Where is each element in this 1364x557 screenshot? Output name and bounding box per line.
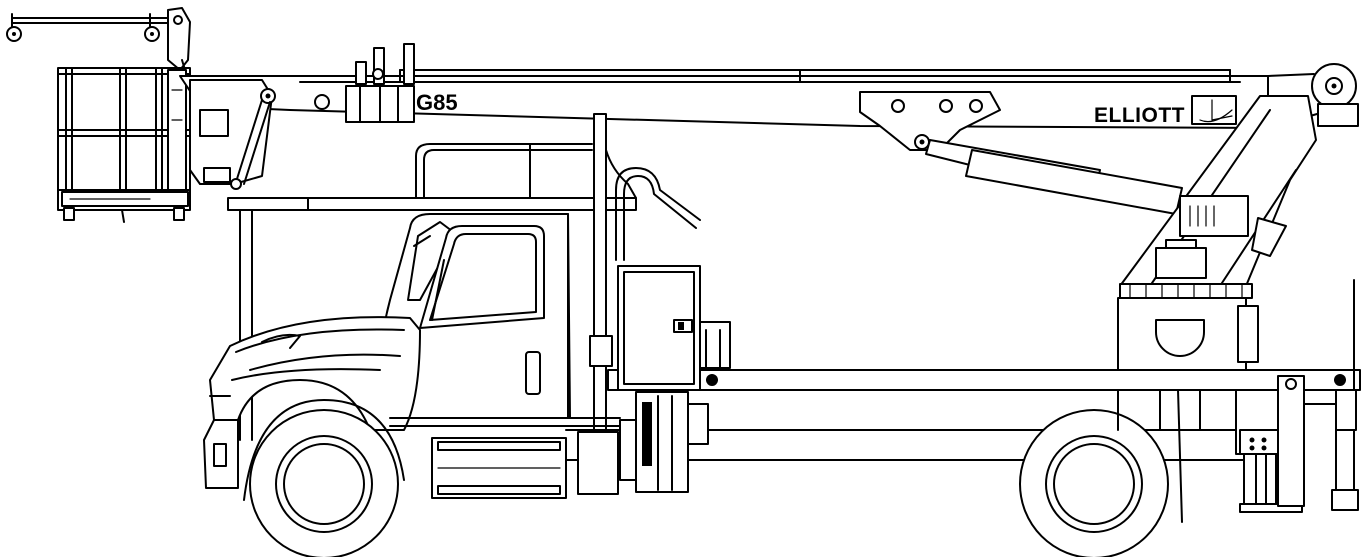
rear-wheel — [1019, 409, 1169, 557]
brand-name-label: ELLIOTT — [1094, 104, 1185, 127]
upper-boom — [179, 43, 1359, 190]
jib-winch-arm — [6, 7, 191, 81]
lower-boom-turret — [1117, 95, 1317, 371]
rear-body-outriggers — [1117, 279, 1359, 523]
hydraulic-tank — [577, 391, 709, 495]
platform-basket — [57, 67, 191, 223]
truck-hood — [203, 316, 421, 489]
model-number-label: G85 — [416, 90, 458, 115]
truck-cab — [379, 213, 571, 499]
front-wheel — [243, 399, 405, 557]
tool-compartment — [617, 265, 731, 391]
boom-rest-frame — [227, 113, 701, 445]
boom-lift-cylinder — [925, 139, 1183, 215]
